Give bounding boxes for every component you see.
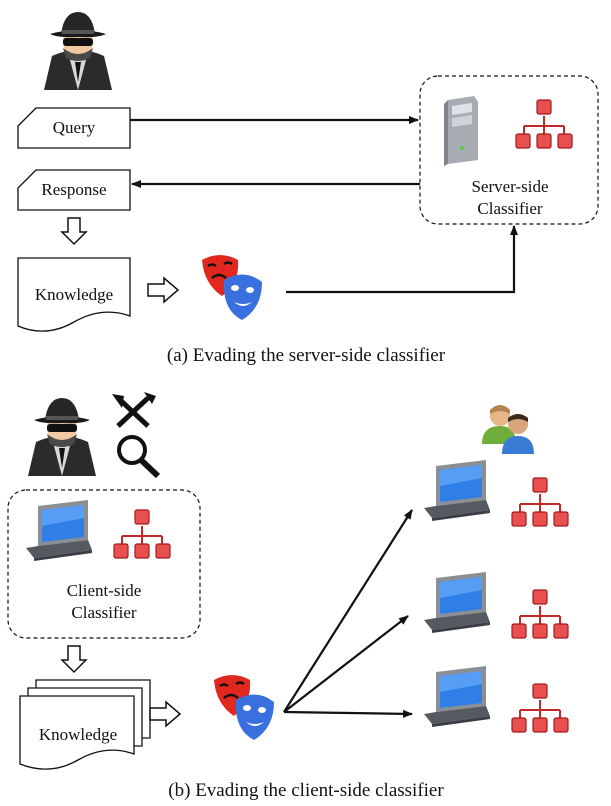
hierarchy-icon bbox=[113, 509, 171, 559]
laptop-icon bbox=[26, 500, 92, 561]
theater-masks-icon bbox=[200, 253, 264, 322]
hierarchy-icon bbox=[511, 589, 569, 639]
right-arrow-icon bbox=[147, 276, 180, 304]
evasion-arrow-3 bbox=[283, 709, 413, 718]
right-arrow-icon bbox=[149, 700, 182, 728]
down-arrow-icon bbox=[60, 217, 88, 246]
magnifier-icon bbox=[117, 435, 161, 479]
evasion-arrow-2 bbox=[283, 615, 409, 713]
hierarchy-icon bbox=[511, 683, 569, 733]
response-box bbox=[17, 169, 131, 211]
client-side-classifier-box bbox=[7, 489, 201, 639]
evasion-arrow bbox=[286, 225, 518, 294]
knowledge-label: Knowledge bbox=[39, 725, 117, 744]
laptop-icon bbox=[424, 460, 490, 521]
laptop-icon bbox=[424, 666, 490, 727]
client-classifier-line1: Client-side bbox=[67, 581, 142, 600]
theater-masks-icon bbox=[212, 673, 276, 742]
caption-b: (b) Evading the client-side classifier bbox=[168, 780, 444, 801]
hierarchy-icon bbox=[515, 99, 573, 149]
evasion-arrow-1 bbox=[283, 509, 413, 713]
laptop-icon bbox=[424, 572, 490, 633]
caption-a: (a) Evading the server-side classifier bbox=[167, 345, 446, 366]
query-label: Query bbox=[53, 118, 96, 137]
server-icon bbox=[444, 96, 478, 166]
knowledge-document bbox=[17, 257, 131, 332]
response-label: Response bbox=[41, 180, 106, 199]
down-arrow-icon bbox=[60, 645, 88, 674]
server-side-classifier-box bbox=[419, 75, 599, 225]
client-classifier-line2: Classifier bbox=[71, 603, 136, 622]
server-classifier-line2: Classifier bbox=[477, 199, 542, 218]
spy-icon bbox=[28, 398, 96, 476]
hierarchy-icon bbox=[511, 477, 569, 527]
server-classifier-line1: Server-side bbox=[471, 177, 548, 196]
knowledge-label: Knowledge bbox=[35, 285, 113, 304]
tools-icon bbox=[112, 392, 156, 428]
spy-icon bbox=[44, 12, 112, 90]
query-box bbox=[17, 107, 131, 149]
knowledge-document bbox=[19, 695, 135, 770]
users-icon bbox=[482, 405, 534, 454]
